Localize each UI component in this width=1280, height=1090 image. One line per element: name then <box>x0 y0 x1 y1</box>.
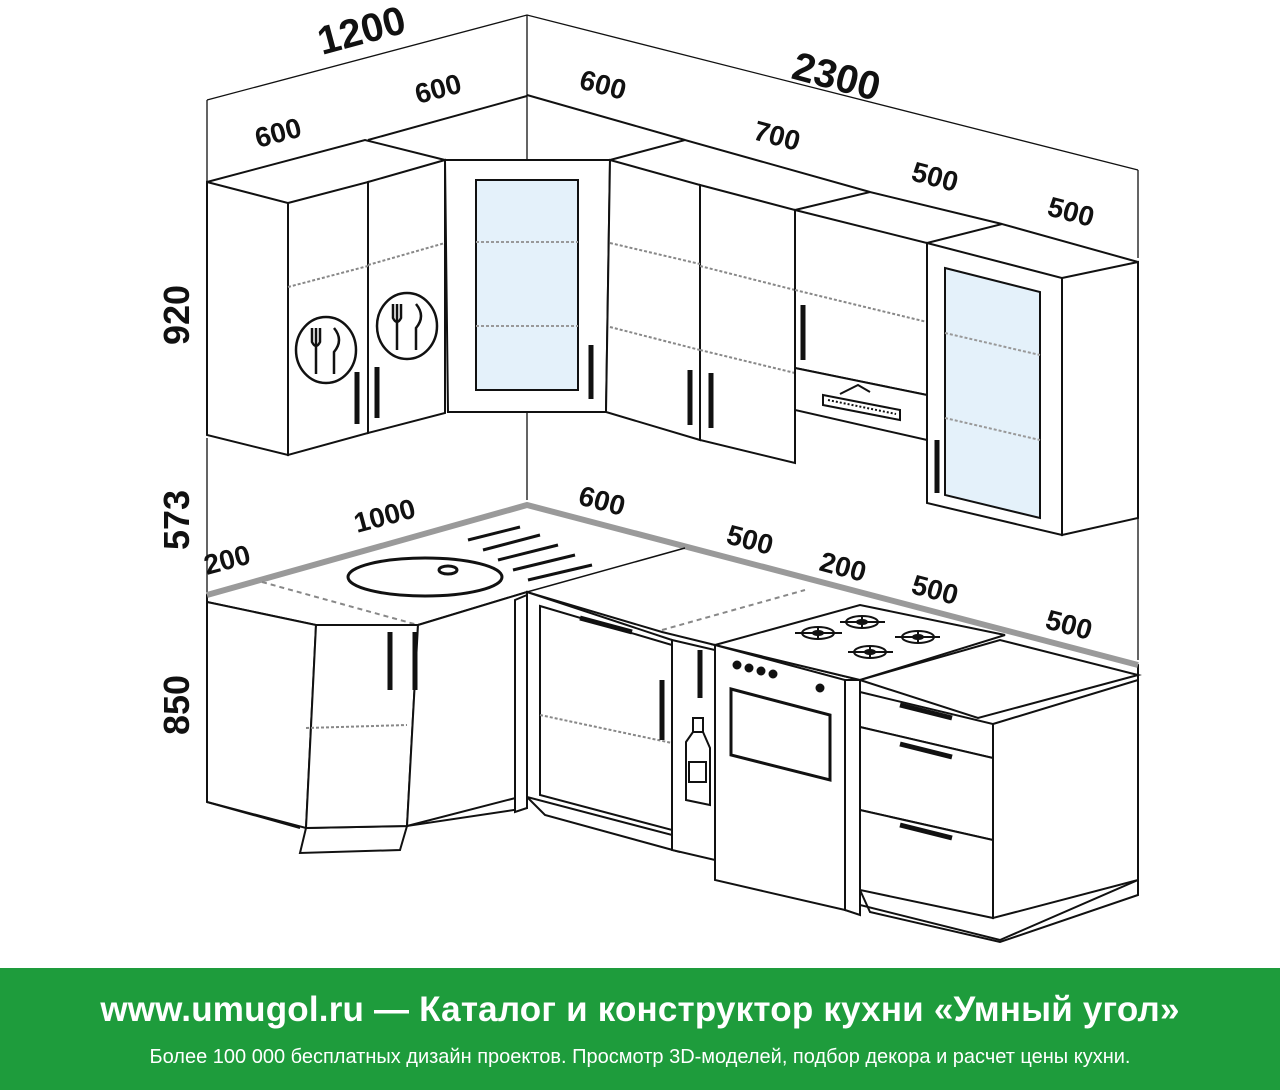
dim-upper-right-1: 700 <box>750 115 803 157</box>
dim-upper-total-left: 1200 <box>313 0 410 64</box>
kitchen-diagram: 1200 2300 600 600 600 700 500 500 920 57… <box>156 0 1142 944</box>
dim-base-corner: 600 <box>575 480 628 522</box>
dim-base-right-1: 500 <box>723 519 776 561</box>
sink-icon <box>346 525 593 598</box>
dim-base-sink: 1000 <box>351 493 419 539</box>
upper-right-cabinets <box>604 158 928 465</box>
dim-base-edge-left: 200 <box>201 539 254 581</box>
gas-hob-icon <box>795 615 940 659</box>
upper-right-glass-cabinet <box>926 241 1139 537</box>
dim-height-gap: 573 <box>156 490 197 550</box>
dim-upper-right-2: 500 <box>908 156 961 198</box>
upper-corner-glass-cabinet <box>443 159 612 413</box>
cutlery-icon <box>375 291 439 361</box>
dim-upper-right-3: 500 <box>1044 191 1097 233</box>
cutlery-icon <box>294 315 358 385</box>
dim-upper-left-1: 600 <box>252 112 305 154</box>
dim-height-upper: 920 <box>156 285 197 345</box>
wall-outline <box>206 14 1139 660</box>
footer-title[interactable]: www.umugol.ru — Каталог и конструктор ку… <box>100 990 1180 1029</box>
dim-height-base: 850 <box>156 675 197 735</box>
dim-upper-total-right: 2300 <box>788 44 885 110</box>
upper-top-outline <box>206 94 1139 263</box>
base-middle-cabinet <box>526 590 681 853</box>
dim-upper-left-2: 600 <box>412 68 465 110</box>
range-hood-icon <box>794 366 928 442</box>
base-left-cabinets <box>206 590 528 855</box>
base-right-drawer-cabinet <box>856 638 1142 944</box>
bottle-icon <box>685 717 711 807</box>
oven-icon <box>729 660 832 782</box>
dim-upper-corner: 600 <box>576 64 629 106</box>
site-footer-banner: www.umugol.ru — Каталог и конструктор ку… <box>0 968 1280 1090</box>
footer-subtitle: Более 100 000 бесплатных дизайн проектов… <box>149 1046 1131 1068</box>
